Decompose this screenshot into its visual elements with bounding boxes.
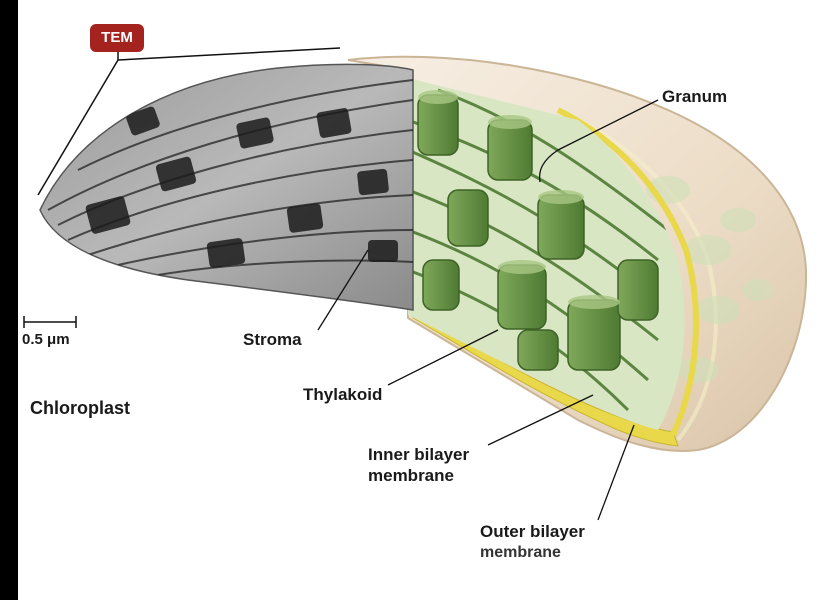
outer-membrane-leader	[598, 425, 634, 520]
granum-label: Granum	[662, 87, 727, 107]
scale-bar-label: 0.5 μm	[22, 330, 70, 350]
diagram-canvas: TEM 0.5 μm Chloroplast Granum Stroma Thy…	[18, 0, 823, 600]
tem-badge: TEM	[90, 24, 144, 52]
inner-membrane-label-line2: membrane	[368, 466, 454, 486]
thylakoid-label: Thylakoid	[303, 385, 382, 405]
outer-membrane-label-line1: Outer bilayer	[480, 522, 585, 542]
stroma-label: Stroma	[243, 330, 302, 350]
tem-micrograph	[40, 64, 413, 310]
inner-membrane-label-line1: Inner bilayer	[368, 445, 469, 465]
scale-bar	[24, 316, 76, 328]
chloroplast-title: Chloroplast	[30, 398, 130, 418]
outer-membrane-label-line2: membrane	[480, 543, 561, 563]
